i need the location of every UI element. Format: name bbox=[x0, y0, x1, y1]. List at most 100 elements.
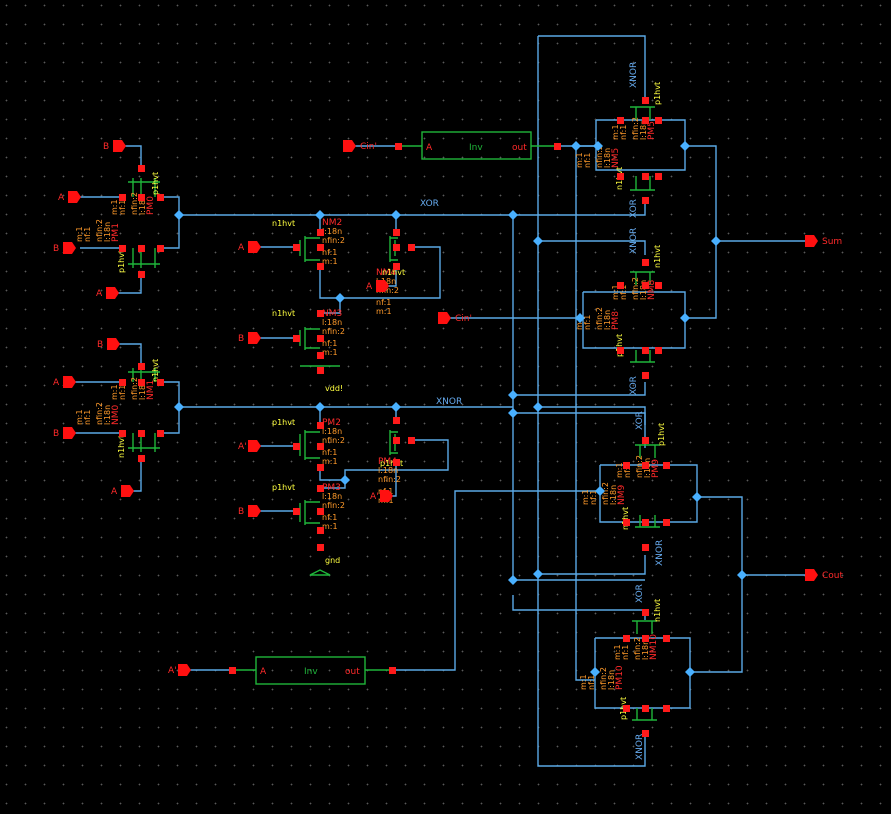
transistor-length: l:18n bbox=[322, 227, 342, 236]
junction-dot bbox=[315, 210, 325, 220]
transistor-model: n1hvt bbox=[382, 268, 405, 277]
junction-dot bbox=[590, 667, 600, 677]
input-port-b6[interactable]: B bbox=[238, 505, 261, 517]
port-pin-icon bbox=[63, 376, 76, 388]
port-pin-icon bbox=[63, 427, 76, 439]
input-port-ap[interactable]: A' bbox=[168, 664, 191, 676]
pin-terminal bbox=[393, 417, 400, 424]
pin-terminal bbox=[642, 259, 649, 266]
transistor-m: m:1 bbox=[322, 257, 338, 266]
transistor-nfin: nfin:2 bbox=[631, 277, 640, 300]
input-port-a6[interactable]: A bbox=[366, 280, 389, 292]
port-pin-icon bbox=[121, 485, 134, 497]
net-label-xor-r2: XOR bbox=[629, 376, 639, 395]
pin-terminal bbox=[393, 437, 400, 444]
input-port-b2[interactable]: B bbox=[53, 242, 76, 254]
input-port-a1[interactable]: A bbox=[58, 191, 81, 203]
transistor-name: NM10 bbox=[649, 634, 659, 660]
input-port-a5[interactable]: A bbox=[238, 241, 261, 253]
input-port-a7[interactable]: A' bbox=[238, 440, 261, 452]
transistor-length: l:18n bbox=[138, 195, 147, 215]
junction-dot bbox=[533, 402, 543, 412]
junction-dot bbox=[508, 575, 518, 585]
input-port-b1[interactable]: B bbox=[103, 140, 126, 152]
pin-terminal bbox=[623, 705, 630, 712]
junction-dot bbox=[391, 402, 401, 412]
transistor-length: l:18n bbox=[603, 310, 612, 330]
port-pin-icon bbox=[248, 440, 261, 452]
input-port-b3[interactable]: B bbox=[97, 338, 120, 350]
transistor-model: p1hvt bbox=[272, 418, 295, 427]
port-pin-icon bbox=[343, 140, 356, 152]
input-port-cin[interactable]: Cin' bbox=[343, 140, 377, 152]
input-port-b4[interactable]: B bbox=[53, 427, 76, 439]
transistor-nf: nf:1 bbox=[322, 448, 337, 457]
pin-terminal bbox=[642, 372, 649, 379]
transistor-nf: nf:1 bbox=[583, 153, 592, 168]
transistor-m: m:1 bbox=[579, 674, 588, 690]
input-port-a2[interactable]: A bbox=[96, 287, 119, 299]
input-port-b5[interactable]: B bbox=[238, 332, 261, 344]
port-pin-icon bbox=[376, 280, 389, 292]
port-pin-icon bbox=[178, 664, 191, 676]
pin-terminal bbox=[293, 335, 300, 342]
input-port-a3[interactable]: A bbox=[53, 376, 76, 388]
transistor-name: PM2 bbox=[322, 418, 341, 428]
input-port-label: Cin' bbox=[455, 314, 472, 324]
port-pin-icon bbox=[106, 287, 119, 299]
port-pin-icon bbox=[248, 241, 261, 253]
pin-terminal bbox=[642, 197, 649, 204]
input-port-a8[interactable]: A' bbox=[370, 490, 393, 502]
junction-dot bbox=[685, 667, 695, 677]
transistor-length: l:18n bbox=[607, 670, 616, 690]
pin-terminal bbox=[293, 508, 300, 515]
pin-terminal bbox=[663, 705, 670, 712]
pin-terminal bbox=[623, 462, 630, 469]
input-port-a4[interactable]: A bbox=[111, 485, 134, 497]
transistor-model: n1hvt bbox=[117, 435, 126, 458]
inverter-2[interactable]: A Inv out bbox=[232, 656, 392, 685]
input-port-label: A' bbox=[168, 666, 177, 676]
pin-terminal bbox=[389, 667, 396, 674]
pin-terminal bbox=[642, 173, 649, 180]
junction-dot bbox=[508, 408, 518, 418]
pin-terminal bbox=[317, 310, 324, 317]
input-port-cin2[interactable]: Cin' bbox=[438, 312, 472, 324]
pins bbox=[119, 97, 747, 737]
port-pin-icon bbox=[380, 490, 393, 502]
input-port-label: A bbox=[96, 289, 103, 299]
pin-terminal bbox=[655, 347, 662, 354]
transistor-name: NM5 bbox=[611, 148, 621, 168]
pin-terminal bbox=[623, 635, 630, 642]
transistor-m: m:1 bbox=[376, 307, 392, 316]
port-pin-icon bbox=[107, 338, 120, 350]
transistor-name: NM0 bbox=[111, 405, 121, 425]
pin-terminal bbox=[655, 282, 662, 289]
port-pin-icon bbox=[63, 242, 76, 254]
transistor-nfin: nfin:2 bbox=[595, 307, 604, 330]
transistor-m: m:1 bbox=[75, 226, 84, 242]
junction-dot bbox=[174, 402, 184, 412]
pin-terminal bbox=[138, 455, 145, 462]
output-port-sum[interactable]: Sum bbox=[805, 235, 842, 247]
inverter-1[interactable]: A Inv out bbox=[398, 131, 557, 160]
pin-terminal bbox=[138, 165, 145, 172]
transistor-model: p1hvt bbox=[151, 172, 160, 195]
output-port-cout[interactable]: Cout bbox=[805, 569, 843, 581]
